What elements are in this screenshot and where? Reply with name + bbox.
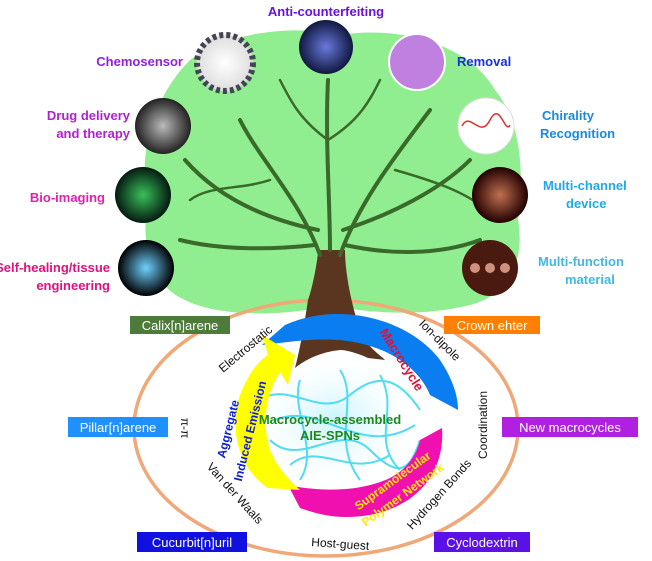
tag-pillararene-label: Pillar[n]arene: [80, 420, 157, 435]
label-removal: Removal: [457, 54, 511, 69]
tag-calixarene-label: Calix[n]arene: [142, 318, 219, 333]
multi-channel-image: [472, 167, 528, 223]
label-multi-function-2: material: [565, 272, 615, 287]
tag-new-macrocycles: [502, 417, 638, 437]
interaction-pi-pi: π-π: [178, 418, 192, 439]
label-anti-counterfeiting: Anti-counterfeiting: [268, 4, 384, 19]
label-chirality: Chirality: [542, 108, 595, 123]
tag-pillararene: [68, 417, 168, 437]
label-chemosensor: Chemosensor: [96, 54, 183, 69]
drug-delivery-image: [135, 98, 191, 154]
tag-crown-ether-label: Crown ehter: [457, 318, 528, 333]
tag-new-macrocycles-label: New macrocycles: [519, 420, 621, 435]
tag-cyclodextrin: [434, 532, 530, 552]
label-drug-delivery: Drug delivery: [47, 108, 131, 123]
label-bio-imaging: Bio-imaging: [30, 190, 105, 205]
center-title-1: Macrocycle-assembled: [259, 412, 401, 427]
tag-cucurbituril: [137, 532, 247, 552]
aie-arrow: [235, 335, 300, 490]
label-multi-channel-2: device: [566, 196, 606, 211]
polymer-network: [259, 369, 421, 481]
label-self-healing-2: engineering: [36, 278, 110, 293]
spn-arrow: [288, 428, 443, 518]
tree-canopy: [144, 30, 521, 314]
bio-imaging-image: [115, 167, 171, 223]
center-title-2: AIE-SPNs: [300, 428, 360, 443]
label-drug-delivery-2: and therapy: [56, 126, 130, 141]
removal-image: [388, 33, 446, 91]
tag-crown-ether: [444, 316, 540, 334]
self-healing-image: [118, 240, 174, 296]
label-self-healing: Self-healing/tissue: [0, 260, 110, 275]
interaction-coordination: Coordination: [476, 391, 490, 459]
interaction-host-guest: Host-guest: [311, 535, 371, 553]
tag-cyclodextrin-label: Cyclodextrin: [446, 535, 518, 550]
label-multi-channel: Multi-channel: [543, 178, 627, 193]
tag-cucurbituril-label: Cucurbit[n]uril: [152, 535, 232, 550]
chemosensor-image: [194, 32, 256, 94]
label-chirality-2: Recognition: [540, 126, 615, 141]
macrocycle-arrow: [262, 313, 458, 410]
label-multi-function: Multi-function: [538, 254, 624, 269]
tag-calixarene: [130, 316, 230, 334]
anti-counterfeiting-image: [299, 20, 353, 74]
